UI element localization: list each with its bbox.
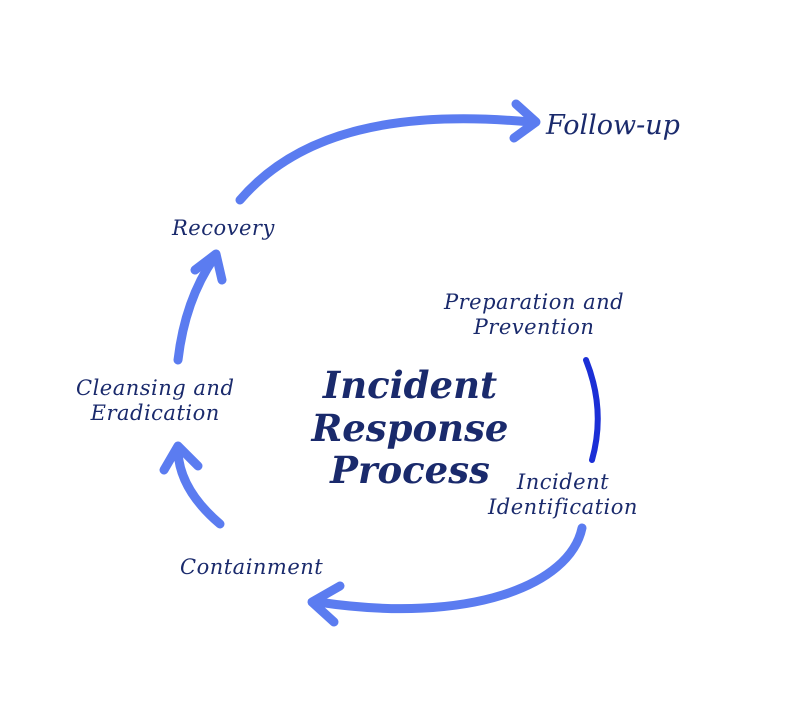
center-title-line3: Process xyxy=(330,448,490,493)
step-preparation-line2: Prevention xyxy=(473,315,595,340)
arrow-identification-to-containment xyxy=(313,523,587,614)
step-identification-line1: Incident xyxy=(516,470,610,494)
arrowhead-recovery xyxy=(190,249,227,285)
arrow-recovery-to-followup xyxy=(235,114,535,205)
step-containment-line1: Containment xyxy=(180,555,324,579)
step-identification-label: Incident Identification xyxy=(488,470,638,520)
arrow-preparation-to-identification xyxy=(583,357,601,463)
step-preparation-label: Preparation and Prevention xyxy=(444,290,624,340)
step-preparation-line1: Preparation and xyxy=(444,290,625,314)
step-containment-label: Containment xyxy=(180,555,323,580)
arrowhead-cleansing xyxy=(159,441,203,475)
step-followup-label: Follow-up xyxy=(546,110,680,142)
center-title-line1: Incident xyxy=(322,363,498,407)
step-recovery-line1: Recovery xyxy=(172,216,275,240)
arrow-cleansing-to-recovery xyxy=(173,253,219,365)
step-identification-line2: Identification xyxy=(488,495,638,520)
step-recovery-label: Recovery xyxy=(172,216,275,241)
step-followup-line1: Follow-up xyxy=(546,110,680,141)
step-cleansing-line2: Eradication xyxy=(90,401,220,426)
step-cleansing-label: Cleansing and Eradication xyxy=(76,376,234,426)
center-title-line2: Response xyxy=(311,405,509,450)
center-title: Incident Response Process xyxy=(290,364,530,492)
step-cleansing-line1: Cleansing and xyxy=(76,376,235,400)
arrow-containment-to-cleansing xyxy=(173,447,225,529)
arrowhead-containment xyxy=(307,581,345,627)
arrowhead-followup xyxy=(509,99,541,143)
